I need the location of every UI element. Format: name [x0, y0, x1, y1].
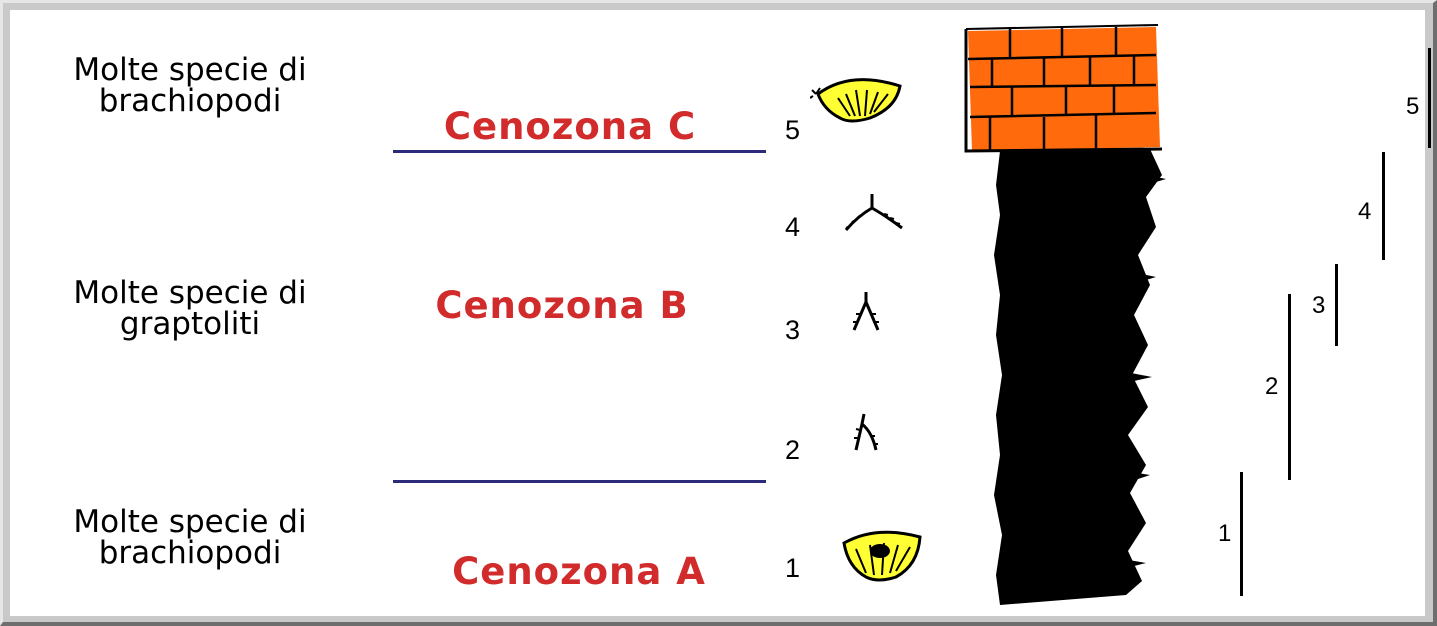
fossil-number-1: 1	[785, 553, 801, 583]
description-middle-line1: Molte specie di	[73, 275, 307, 311]
zone-b-label: Cenozona B	[435, 284, 689, 327]
zone-c-label: Cenozona C	[443, 105, 697, 148]
fossil-number-2: 2	[785, 435, 801, 465]
graptolite-icon-3	[852, 292, 880, 331]
range-number-2: 2	[1265, 373, 1279, 400]
description-top-line2: brachiopodi	[98, 83, 282, 119]
diagram-panel	[10, 10, 1425, 616]
description-middle-line2: graptoliti	[119, 306, 261, 342]
shale-layer	[994, 149, 1166, 605]
description-bottom: Molte specie di brachiopodi	[20, 507, 360, 569]
range-bar-4	[1382, 152, 1385, 260]
description-bottom-line2: brachiopodi	[98, 535, 282, 571]
stratigraphic-column	[964, 24, 1166, 605]
graptolite-icon-2	[854, 413, 878, 451]
fossil-number-3: 3	[785, 315, 801, 345]
range-number-5: 5	[1406, 93, 1420, 120]
brachiopod-icon-top	[810, 78, 902, 123]
brachiopod-icon-bottom	[842, 530, 922, 582]
range-number-1: 1	[1218, 520, 1232, 547]
fossil-number-4: 4	[785, 212, 801, 242]
graptolite-icon-4	[844, 194, 903, 231]
description-bottom-line1: Molte specie di	[73, 504, 307, 540]
description-top-line1: Molte specie di	[73, 52, 307, 88]
range-bar-2	[1288, 294, 1291, 480]
zone-boundary-upper	[393, 150, 766, 153]
range-bar-1	[1240, 472, 1243, 596]
range-number-4: 4	[1358, 198, 1372, 225]
range-number-3: 3	[1312, 292, 1326, 319]
range-bar-3	[1335, 264, 1338, 346]
zone-boundary-lower	[393, 480, 766, 483]
zone-a-label: Cenozona A	[452, 550, 706, 593]
limestone-layer	[964, 24, 1163, 153]
fossil-number-5: 5	[785, 115, 801, 145]
description-top: Molte specie di brachiopodi	[20, 55, 360, 117]
description-middle: Molte specie di graptoliti	[20, 278, 360, 340]
range-bar-5	[1428, 48, 1431, 148]
